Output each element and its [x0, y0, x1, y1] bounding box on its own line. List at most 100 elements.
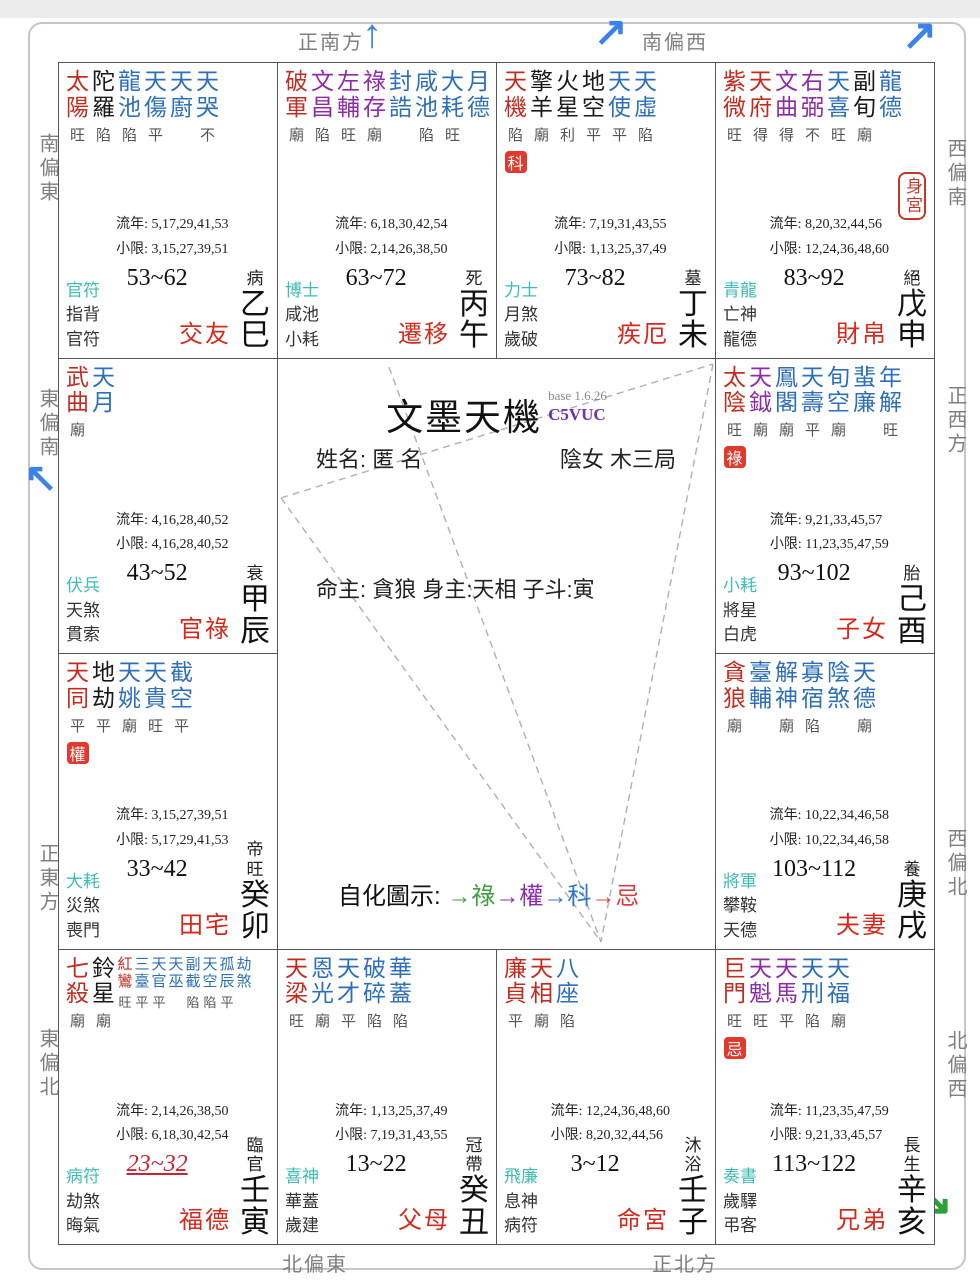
life-stage: 死	[465, 268, 483, 288]
star-副截: 副截陷	[185, 955, 201, 1011]
star-list: 太陽旺陀羅陷龍池陷天傷平天廚天哭不	[65, 68, 220, 145]
star-天巫: 天巫	[168, 955, 184, 990]
star-天月: 天月	[92, 363, 115, 416]
palace-name: 田宅	[179, 911, 231, 939]
legend-arrow: →	[447, 882, 472, 910]
palace-辛亥[interactable]: 巨門旺忌天魁旺天馬平天刑陷天福廟流年: 11,23,35,47,59 小限: 9,…	[716, 949, 935, 1245]
star-天機: 天機陷科	[504, 68, 527, 173]
xiaoxian-years: 小限: 9,21,33,45,57	[769, 1128, 883, 1144]
compass-label-south: 正南方	[298, 32, 364, 54]
star-天魁: 天魁旺	[749, 954, 772, 1030]
life-stage: 養	[903, 859, 921, 879]
life-stage: 臨官	[246, 1135, 264, 1175]
xiaoxian-years: 小限: 3,15,27,39,51	[116, 241, 229, 257]
star-天空: 天空陷	[202, 955, 218, 1011]
god-災煞: 災煞	[66, 896, 100, 916]
stage-ganzhi-column: 衰甲辰	[237, 564, 273, 647]
star-孤辰: 孤辰平	[219, 955, 235, 1011]
stage-ganzhi-column: 絕戊申	[894, 269, 930, 352]
star-天姚: 天姚廟	[118, 659, 141, 735]
minor-gods: 大耗災煞喪門	[66, 870, 100, 944]
compass-label-north-east: 北偏東	[282, 1254, 348, 1276]
star-武曲: 武曲廟	[66, 363, 89, 439]
star-地劫: 地劫平	[92, 659, 115, 735]
decade-age-range: 23~32	[126, 1151, 188, 1177]
life-stage: 沐浴	[684, 1135, 702, 1175]
stage-ganzhi-column: 長生辛亥	[894, 1136, 930, 1238]
star-list: 巨門旺忌天魁旺天馬平天刑陷天福廟	[722, 954, 851, 1059]
decade-age-range: 13~22	[345, 1151, 407, 1177]
star-list: 紫微旺天府得文曲得右弼不天喜旺副旬廟龍德	[722, 68, 903, 145]
self-transform-legend: 自化圖示: →祿→權→科→忌	[338, 876, 639, 911]
star-廉貞: 廉貞平	[504, 954, 527, 1030]
legend-權: 權	[519, 882, 544, 910]
star-鈴星: 鈴星廟	[92, 954, 115, 1030]
star-巨門: 巨門旺忌	[723, 954, 746, 1059]
god-官符: 官符	[66, 329, 100, 349]
star-太陽: 太陽旺	[66, 68, 89, 144]
window-top-strip	[0, 0, 980, 18]
fate-years: 流年: 11,23,35,47,59 小限: 9,21,33,45,57	[770, 1100, 889, 1149]
god-將星: 將星	[723, 600, 757, 620]
profile-gender-bureau: 陰女 木三局	[559, 446, 676, 472]
xiaoxian-years: 小限: 11,23,35,47,59	[769, 537, 889, 553]
life-stage: 墓	[684, 268, 702, 288]
decade-age-range: 3~12	[570, 1151, 620, 1177]
life-stage: 絕	[903, 268, 921, 288]
decade-age-range: 113~122	[772, 1151, 857, 1177]
god-華蓋: 華蓋	[285, 1191, 319, 1211]
star-年解: 年解旺	[879, 363, 902, 439]
star-list: 廉貞平天相廟八座陷	[503, 954, 580, 1032]
app-version: base 1.6.26	[548, 387, 607, 403]
star-咸池: 咸池陷	[415, 68, 438, 144]
star-天使: 天使平	[608, 68, 631, 144]
corner-arrow-top-right: ↗	[902, 11, 938, 58]
compass-label-east: 正東方	[36, 843, 58, 915]
liunian-years: 流年: 7,19,31,43,55	[554, 217, 667, 233]
god-攀鞍: 攀鞍	[723, 896, 757, 916]
life-stage: 長生	[903, 1135, 921, 1175]
god-病符: 病符	[504, 1216, 538, 1236]
god-飛廉: 飛廉	[504, 1167, 538, 1187]
compass-label-west: 正西方	[944, 385, 966, 457]
star-天哭: 天哭不	[196, 68, 219, 144]
star-解神: 解神廟	[775, 659, 798, 735]
xiaoxian-years: 小限: 5,17,29,41,53	[116, 832, 229, 848]
star-紫微: 紫微旺	[723, 68, 746, 144]
god-月煞: 月煞	[504, 305, 538, 325]
xiaoxian-years: 小限: 10,22,34,46,58	[769, 832, 890, 848]
god-病符: 病符	[66, 1167, 100, 1187]
god-將軍: 將軍	[723, 871, 757, 891]
compass-label-north: 正北方	[652, 1254, 718, 1276]
palace-乙巳[interactable]: 太陽旺陀羅陷龍池陷天傷平天廚天哭不流年: 5,17,29,41,53 小限: 3,…	[59, 63, 278, 359]
god-亡神: 亡神	[723, 305, 757, 325]
liunian-years: 流年: 5,17,29,41,53	[116, 217, 229, 233]
star-月德: 月德	[467, 68, 490, 120]
chart-code: C5VUC	[548, 404, 606, 424]
star-list: 天同平權地劫平天姚廟天貴旺截空平	[65, 659, 194, 764]
compass-arrow-south: ↑	[362, 12, 382, 56]
star-太陰: 太陰旺祿	[723, 363, 746, 468]
palace-壬寅[interactable]: 七殺廟鈴星廟紅鸞旺三臺平天官平天巫副截陷天空陷孤辰平劫煞流年: 2,14,26,…	[59, 949, 278, 1245]
stem-branch: 壬子	[678, 1174, 708, 1239]
compass-label-north-west: 北偏西	[944, 1030, 966, 1102]
star-天德: 天德廟	[853, 659, 876, 735]
aspect-dashed-lines	[280, 362, 714, 942]
star-火星: 火星利	[556, 68, 579, 144]
star-臺輔: 臺輔	[749, 659, 772, 711]
star-紅鸞: 紅鸞旺	[117, 955, 133, 1011]
liunian-years: 流年: 11,23,35,47,59	[769, 1103, 889, 1119]
profile-name: 姓名: 匿 名	[316, 446, 423, 472]
